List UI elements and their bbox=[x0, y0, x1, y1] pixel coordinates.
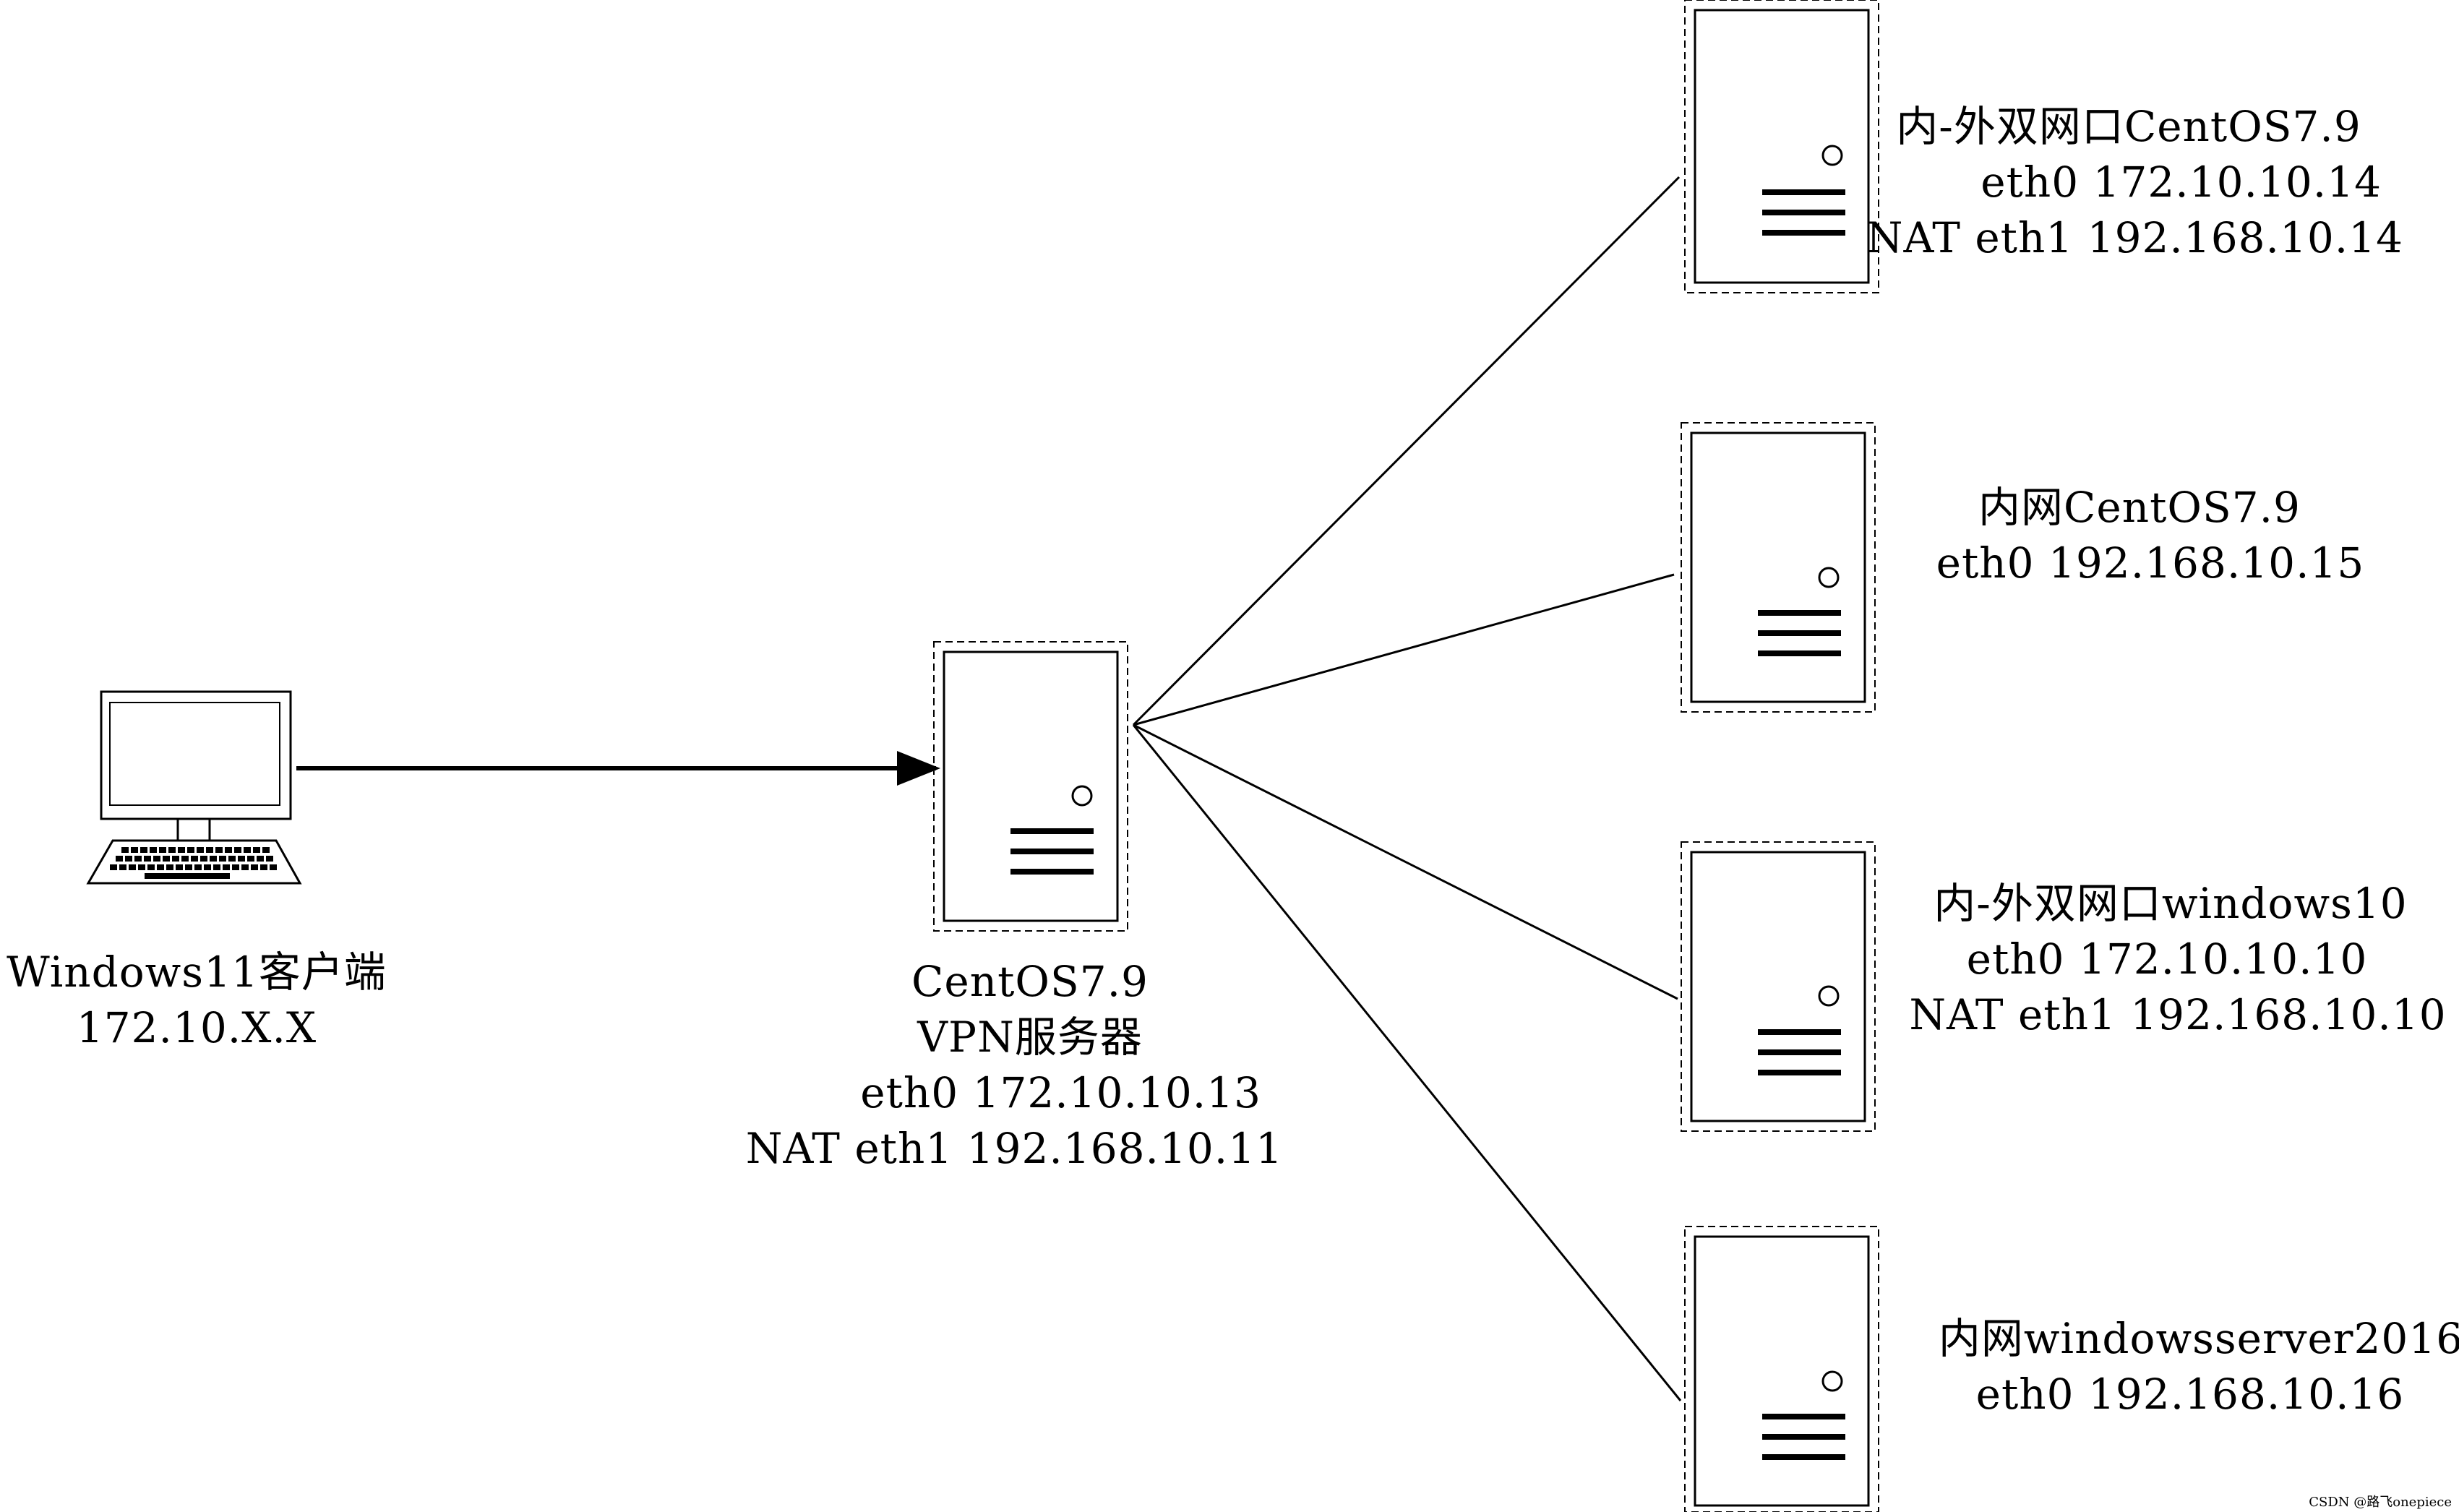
keyboard-key bbox=[223, 864, 230, 870]
keyboard-key bbox=[241, 864, 249, 870]
watermark-text: CSDN @路飞onepiece bbox=[2309, 1495, 2452, 1510]
keyboard-key bbox=[251, 864, 258, 870]
vpn-to-server-4-link bbox=[1132, 724, 1682, 1401]
keyboard-key bbox=[129, 864, 136, 870]
server-1-eth0-label: eth0 172.10.10.14 bbox=[1980, 158, 2382, 207]
vpn-server-eth0-label: eth0 172.10.10.13 bbox=[860, 1068, 1261, 1117]
keyboard-key bbox=[145, 873, 155, 879]
keyboard-key bbox=[166, 864, 173, 870]
vpn-server-eth1-label: NAT eth1 192.168.10.11 bbox=[746, 1124, 1283, 1173]
server-3-eth0-label: eth0 172.10.10.10 bbox=[1967, 935, 2368, 984]
keyboard-key bbox=[163, 856, 170, 862]
keyboard-key bbox=[262, 847, 270, 853]
keyboard-key bbox=[232, 864, 239, 870]
keyboard-key bbox=[219, 856, 226, 862]
vpn-server-icon bbox=[933, 641, 1128, 932]
keyboard-key bbox=[192, 873, 202, 879]
server-2-icon bbox=[1681, 422, 1876, 713]
keyboard-key bbox=[154, 873, 164, 879]
keyboard-key bbox=[191, 856, 198, 862]
keyboard-key bbox=[187, 847, 194, 853]
keyboard-key bbox=[134, 856, 142, 862]
keyboard-key bbox=[238, 856, 245, 862]
server-1-name-label: 内-外双网口CentOS7.9 bbox=[1896, 102, 2361, 151]
keyboard-key bbox=[228, 856, 236, 862]
keyboard-key bbox=[116, 856, 123, 862]
keyboard-key bbox=[204, 864, 211, 870]
keyboard-key bbox=[159, 847, 166, 853]
server-1-eth1-label: NAT eth1 192.168.10.14 bbox=[1866, 213, 2403, 262]
keyboard-key bbox=[206, 847, 213, 853]
keyboard-key bbox=[182, 873, 192, 879]
keyboard-key bbox=[138, 864, 145, 870]
vpn-server-os-label: CentOS7.9 bbox=[911, 957, 1149, 1006]
keyboard-key bbox=[176, 864, 183, 870]
keyboard-key bbox=[257, 856, 264, 862]
vpn-server-role-label: VPN服务器 bbox=[917, 1013, 1143, 1062]
keyboard-key bbox=[210, 873, 220, 879]
server-4-icon bbox=[1684, 1226, 1879, 1512]
keyboard-key bbox=[247, 856, 254, 862]
keyboard-key bbox=[150, 847, 157, 853]
server-2-eth0-label: eth0 192.168.10.15 bbox=[1936, 538, 2365, 588]
keyboard-key bbox=[253, 847, 260, 853]
keyboard-key bbox=[215, 847, 223, 853]
keyboard-key bbox=[185, 864, 192, 870]
vpn-to-server-1-link bbox=[1132, 176, 1681, 726]
keyboard-key bbox=[225, 847, 232, 853]
keyboard-key bbox=[140, 847, 147, 853]
keyboard-key bbox=[163, 873, 173, 879]
server-3-name-label: 内-外双网口windows10 bbox=[1934, 879, 2407, 928]
keyboard-key bbox=[194, 864, 202, 870]
keyboard-key bbox=[110, 864, 117, 870]
keyboard-key bbox=[178, 847, 185, 853]
keyboard-key bbox=[220, 873, 230, 879]
keyboard-key bbox=[266, 856, 273, 862]
keyboard-key bbox=[210, 856, 217, 862]
server-4-name-label: 内网windowsserver2016 bbox=[1939, 1314, 2459, 1363]
client-name-label: Windows11客户端 bbox=[7, 948, 387, 997]
keyboard-key bbox=[270, 864, 277, 870]
keyboard-key bbox=[121, 847, 129, 853]
keyboard-key bbox=[144, 856, 151, 862]
keyboard-keys bbox=[110, 847, 277, 879]
vpn-to-server-3-link bbox=[1133, 723, 1678, 1000]
keyboard-key bbox=[147, 864, 155, 870]
keyboard-key bbox=[234, 847, 241, 853]
keyboard-key bbox=[153, 856, 160, 862]
keyboard-key bbox=[119, 864, 126, 870]
keyboard-key bbox=[200, 856, 207, 862]
keyboard-key bbox=[131, 847, 138, 853]
keyboard-key bbox=[168, 847, 176, 853]
client-ip-label: 172.10.X.X bbox=[77, 1003, 317, 1052]
vpn-to-server-2-link bbox=[1133, 573, 1675, 726]
keyboard-key bbox=[197, 847, 204, 853]
keyboard-key bbox=[201, 873, 211, 879]
keyboard-key bbox=[173, 873, 183, 879]
keyboard-key bbox=[260, 864, 267, 870]
server-4-eth0-label: eth0 192.168.10.16 bbox=[1976, 1370, 2405, 1419]
keyboard-key bbox=[172, 856, 179, 862]
laptop-icon bbox=[86, 690, 302, 885]
server-3-eth1-label: NAT eth1 192.168.10.10 bbox=[1909, 990, 2446, 1039]
server-3-icon bbox=[1681, 841, 1876, 1132]
server-2-name-label: 内网CentOS7.9 bbox=[1978, 483, 2301, 532]
server-1-icon bbox=[1684, 0, 1879, 293]
keyboard-key bbox=[157, 864, 164, 870]
keyboard-key bbox=[244, 847, 251, 853]
keyboard-key bbox=[213, 864, 220, 870]
keyboard-key bbox=[181, 856, 189, 862]
keyboard-key bbox=[125, 856, 132, 862]
